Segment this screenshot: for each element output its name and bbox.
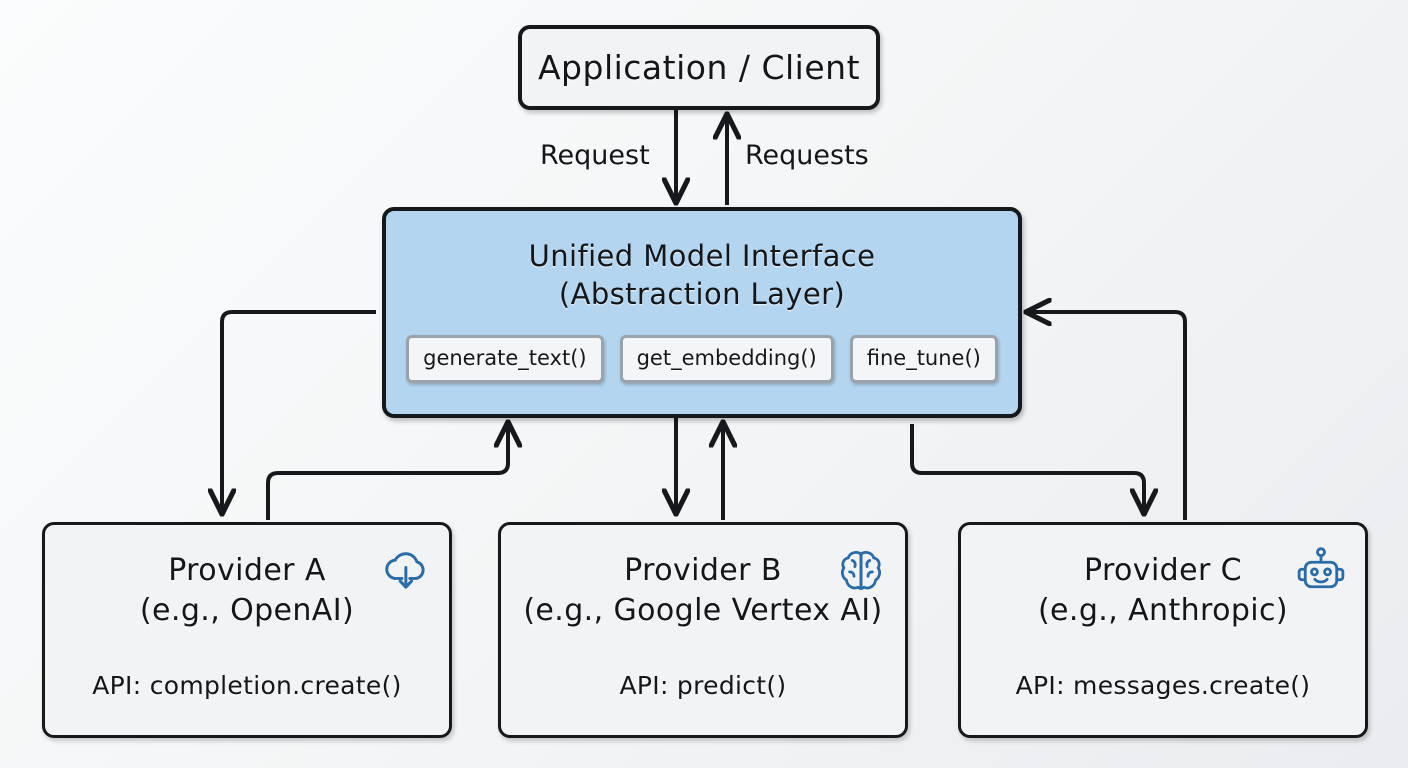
interface-title-line-2: (Abstraction Layer): [558, 277, 846, 311]
wire-provider-c-to-interface: [1028, 312, 1187, 520]
provider-b-vendor: (e.g., Google Vertex AI): [523, 593, 883, 628]
provider-a-vendor: (e.g., OpenAI): [139, 593, 355, 628]
method-chip-get-embedding[interactable]: get_embedding(): [619, 335, 834, 383]
brain-icon: [840, 551, 882, 590]
edge-label-requests: Requests: [745, 140, 869, 171]
application-client-label: Application / Client: [537, 48, 861, 87]
method-chip-generate-text[interactable]: generate_text(): [406, 335, 604, 383]
provider-a-node[interactable]: Provider A (e.g., OpenAI) API: completio…: [42, 522, 452, 738]
provider-c-node[interactable]: Provider C (e.g., Anthropic) API: messag…: [958, 522, 1368, 738]
cloud-download-icon: [385, 552, 425, 589]
wire-interface-to-provider-c: [910, 424, 1144, 512]
provider-c-api: API: messages.create(): [1015, 671, 1311, 700]
robot-icon: [1297, 547, 1345, 589]
unified-model-interface-node[interactable]: Unified Model Interface (Abstraction Lay…: [382, 207, 1022, 418]
provider-b-node[interactable]: Provider B (e.g., Google Vertex AI) API:…: [498, 522, 908, 738]
edge-label-request: Request: [540, 140, 650, 171]
provider-b-api: API: predict(): [619, 671, 787, 700]
provider-a-api: API: completion.create(): [92, 671, 402, 700]
wire-provider-a-to-interface: [266, 424, 508, 520]
interface-methods-row: generate_text() get_embedding() fine_tun…: [406, 335, 998, 383]
method-chip-fine-tune[interactable]: fine_tune(): [849, 335, 998, 383]
wire-interface-to-provider-a: [222, 310, 376, 512]
provider-c-vendor: (e.g., Anthropic): [1037, 593, 1289, 628]
interface-title-line-1: Unified Model Interface: [528, 239, 876, 273]
provider-b-name: Provider B: [624, 553, 782, 588]
provider-a-name: Provider A: [168, 553, 326, 588]
provider-c-name: Provider C: [1084, 553, 1242, 588]
application-client-node[interactable]: Application / Client: [518, 25, 880, 110]
